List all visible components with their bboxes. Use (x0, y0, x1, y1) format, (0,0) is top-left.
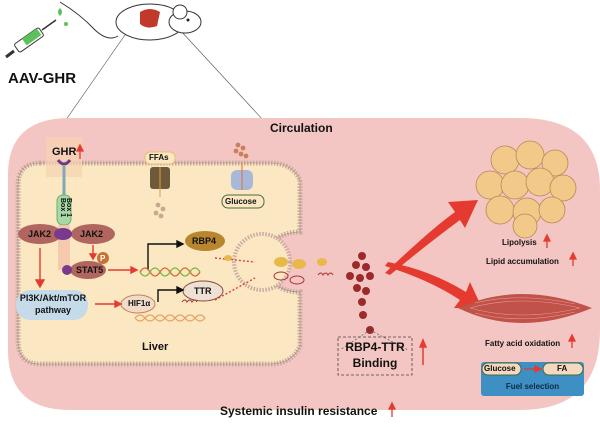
jak2-right-shape (71, 224, 115, 244)
rbp4-ttr-complexes (346, 252, 374, 334)
liver-organ-icon (140, 9, 160, 28)
pathway-box (16, 290, 88, 320)
glucose-label: Glucose (225, 197, 257, 206)
adipose-tissue-icon (475, 140, 577, 239)
lipid-accumulation-label: Lipid accumulation (486, 257, 559, 266)
mouse-icon (59, 1, 202, 41)
binding-up-arrow (418, 338, 428, 365)
stat5-label: STAT5 (76, 265, 104, 275)
arrow-to-adipose (385, 200, 478, 275)
glucose-transporter-icon (221, 142, 265, 209)
box1-label-a: Box 1 (59, 198, 66, 218)
ttr-label: TTR (194, 286, 212, 296)
ttr-shape (182, 280, 224, 302)
pathway-label-2: pathway (34, 305, 71, 315)
hif1a-label: HIF1α (128, 299, 151, 308)
rbp4-shape (185, 231, 225, 251)
arrow-to-muscle (385, 262, 482, 308)
vesicle-cargo (181, 255, 334, 303)
muscle-icon (458, 294, 592, 323)
dna-strand-1b (139, 267, 201, 277)
ffa-transporter-icon (144, 151, 176, 219)
transcription-arrows (147, 239, 185, 302)
phospho-label: P (100, 254, 106, 263)
lipolysis-label: Lipolysis (502, 238, 537, 247)
signal-arrows (34, 245, 256, 309)
fuel-arrow (524, 364, 543, 374)
fuel-glucose-pill (481, 362, 522, 376)
systemic-insulin-label: Systemic insulin resistance (220, 404, 378, 418)
rbp4-label: RBP4 (192, 236, 217, 246)
fatty-acid-oxidation-label: Fatty acid oxidation (485, 339, 561, 348)
pathway-label-1: PI3K/Akt/mTOR (19, 293, 87, 303)
box1-label-b: Box 1 (65, 198, 72, 218)
aav-ghr-label: AAV-GHR (8, 70, 77, 87)
ghr-receptor-icon (46, 137, 82, 270)
box-connector (54, 228, 72, 240)
fuel-fa-pill (542, 362, 584, 376)
binding-label-1: RBP4-TTR (345, 340, 405, 354)
stat5-shape (70, 261, 106, 279)
dna-strand-2 (134, 314, 206, 322)
jak2-left-label: JAK2 (28, 229, 52, 239)
fuel-from-label: Glucose (484, 364, 516, 373)
phospho-badge (97, 252, 109, 264)
liver-label: Liver (142, 341, 169, 353)
binding-label-2: Binding (352, 356, 398, 370)
fuel-to-label: FA (557, 364, 568, 373)
jak2-left-shape (18, 224, 62, 244)
binding-box (337, 336, 413, 376)
trend-up-arrows (75, 143, 578, 417)
secretory-vesicle (232, 232, 292, 292)
ffas-label: FFAs (149, 153, 169, 162)
ghr-label: GHR (52, 146, 77, 158)
syringe-icon (5, 8, 68, 59)
circulation-label: Circulation (270, 121, 333, 135)
jak2-right-label: JAK2 (80, 229, 104, 239)
liver-membrane (17, 162, 301, 365)
binding-callout-lines (339, 329, 409, 351)
dna-strand-2b (134, 314, 206, 322)
fuel-selection-title: Fuel selection (505, 382, 560, 391)
stat5-dock (62, 265, 72, 275)
